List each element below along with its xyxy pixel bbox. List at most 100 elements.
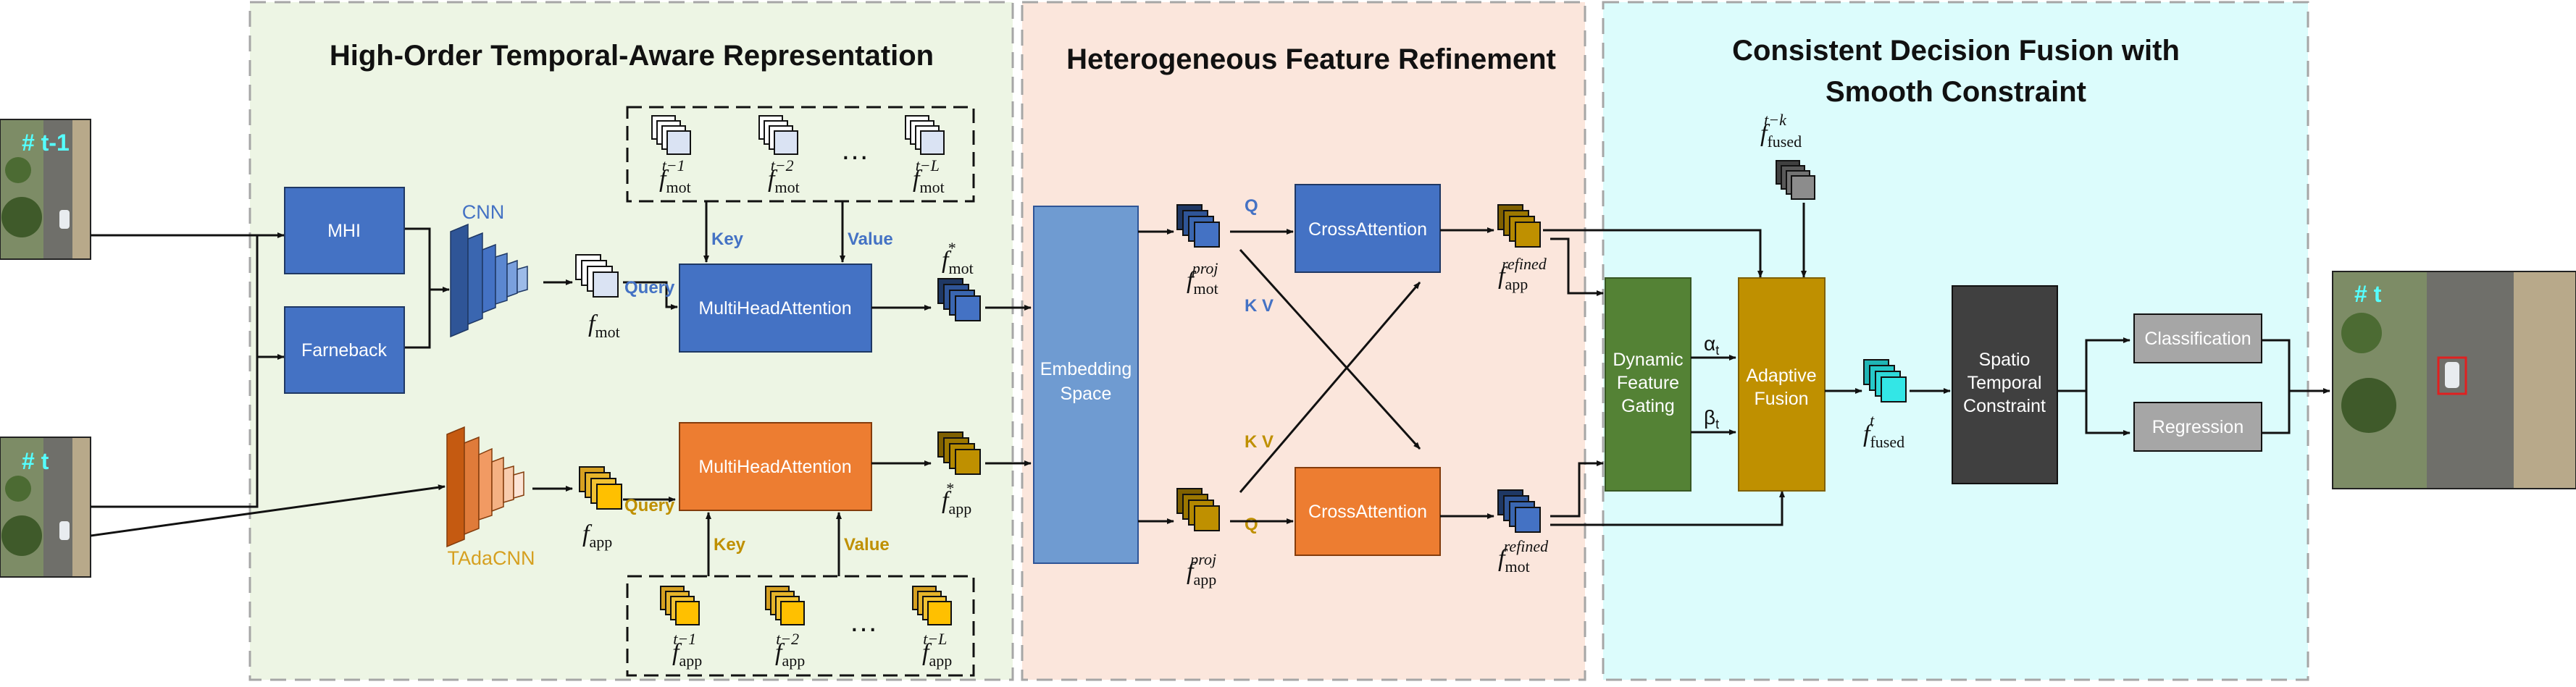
frame-label-curr: # t — [22, 448, 49, 474]
f-app-label: fapp — [582, 520, 612, 551]
tadacnn-icon — [446, 426, 524, 548]
appearance-history-box — [626, 575, 975, 677]
value-label-bottom: Value — [844, 535, 890, 555]
cross-attention-bottom-block — [1295, 467, 1441, 556]
multihead-attention-app-block — [679, 422, 872, 511]
cross-attention-arrows — [1230, 229, 1421, 524]
kv-label-top: K V — [1245, 296, 1274, 316]
f-app-proj-stack — [1176, 488, 1220, 531]
kv-arrows-top — [703, 201, 845, 263]
motion-history-label-L: fmott−L — [913, 156, 945, 196]
section-title-fusion-line1: Consistent Decision Fusion with — [1732, 35, 2180, 67]
motion-history-stacks — [651, 115, 945, 155]
dynamic-feature-gating-block — [1605, 277, 1691, 492]
output-frame-image: # t — [2332, 271, 2576, 489]
appearance-history-label-L: fappt−L — [922, 630, 952, 670]
alpha-label: αt — [1704, 332, 1719, 358]
mhi-label: MHI — [327, 221, 361, 241]
classification-block — [2133, 313, 2262, 363]
q-label-bottom: Q — [1245, 515, 1258, 534]
f-fused-label: ffusedt — [1863, 411, 1904, 451]
appearance-history-label-2: fappt−2 — [775, 630, 805, 670]
f-app-star-label: fapp* — [942, 479, 971, 518]
detection-box — [2437, 356, 2467, 395]
kv-arrows-bottom — [706, 512, 842, 576]
cross-attention-top-block — [1295, 184, 1441, 273]
gating-label-1: Dynamic — [1613, 350, 1683, 370]
cross-attention-output-arrows — [1440, 227, 1494, 519]
motion-history-label-2: fmott−2 — [768, 156, 800, 196]
spatio-temporal-constraint-block — [1952, 285, 2058, 484]
spatio-label-1: Spatio — [1979, 350, 2031, 370]
f-app-refined-label: fapprefined — [1498, 255, 1547, 293]
adaptive-fusion-block — [1738, 277, 1826, 492]
spatio-label-2: Temporal — [1967, 373, 2042, 393]
embedding-space-label-2: Space — [1061, 384, 1112, 404]
key-label-top: Key — [711, 229, 744, 249]
embedding-space-label-1: Embedding — [1040, 359, 1132, 379]
frame-label-prev: # t-1 — [22, 130, 70, 156]
f-mot-refined-label: fmotrefined — [1498, 537, 1549, 576]
motion-history-box — [626, 106, 975, 203]
kv-label-bottom: K V — [1245, 432, 1274, 452]
cnn-label: CNN — [462, 201, 505, 223]
value-label-top: Value — [848, 229, 893, 249]
adaptive-fusion-label-1: Adaptive — [1746, 366, 1816, 386]
mha-output-arrows — [871, 305, 1032, 466]
appearance-history-label-1: fappt−1 — [672, 630, 702, 670]
f-mot-star-stack — [937, 278, 981, 321]
cross-attention-top-label: CrossAttention — [1308, 219, 1427, 240]
multihead-attention-motion-block — [679, 264, 872, 353]
query-label-bottom: Query — [624, 496, 675, 515]
cnn-icon — [450, 223, 528, 338]
appearance-history-ellipsis: … — [849, 606, 878, 638]
farneback-block — [284, 306, 405, 394]
tadacnn-label: TAdaCNN — [447, 547, 535, 569]
f-app-star-stack — [937, 431, 981, 475]
f-mot-proj-stack — [1176, 204, 1220, 248]
appearance-history-stacks — [660, 586, 952, 625]
motion-history-label-1: fmott−1 — [659, 156, 691, 196]
adaptive-fusion-label-2: Fusion — [1754, 389, 1808, 409]
frame-t-minus-1-image: # t-1 — [0, 119, 91, 260]
f-app-proj-label: fappproj — [1187, 550, 1216, 589]
f-mot-refined-stack — [1497, 489, 1541, 533]
embedding-output-arrows — [1138, 229, 1174, 524]
gating-label-2: Feature — [1617, 373, 1679, 393]
beta-label: βt — [1704, 406, 1719, 431]
f-fused-stack — [1863, 359, 1907, 402]
section-title-temporal: High-Order Temporal-Aware Representation — [330, 40, 934, 72]
f-fused-history-label: ffusedt−k — [1760, 111, 1802, 151]
gating-label-3: Gating — [1621, 396, 1675, 416]
f-app-refined-stack — [1497, 204, 1541, 248]
f-mot-feature-stack — [575, 254, 619, 298]
farneback-label: Farneback — [301, 340, 388, 361]
regression-block — [2133, 402, 2262, 452]
f-mot-star-label: fmot* — [942, 239, 974, 277]
query-label-top: Query — [624, 278, 675, 298]
f-mot-proj-label: fmotproj — [1187, 259, 1218, 298]
key-label-bottom: Key — [714, 535, 746, 555]
regression-label: Regression — [2152, 417, 2243, 437]
mhi-block — [284, 187, 405, 274]
section-title-fusion-line2: Smooth Constraint — [1826, 76, 2086, 108]
refined-to-fusion-arrows — [1543, 229, 1785, 526]
input-arrows — [90, 227, 678, 537]
constraint-output-arrows — [2057, 337, 2330, 436]
f-app-feature-stack — [579, 466, 622, 510]
gating-output-arrows — [1691, 355, 1736, 435]
section-title-refine: Heterogeneous Feature Refinement — [1066, 43, 1556, 75]
spatio-label-3: Constraint — [1963, 396, 2046, 416]
classification-label: Classification — [2144, 329, 2251, 349]
frame-t-image: # t — [0, 437, 91, 578]
multihead-attention-motion-label: MultiHeadAttention — [698, 298, 851, 319]
multihead-attention-app-label: MultiHeadAttention — [698, 457, 851, 477]
frame-label-out: # t — [2354, 281, 2382, 307]
cross-attention-bottom-label: CrossAttention — [1308, 502, 1427, 522]
motion-history-ellipsis: … — [840, 134, 869, 166]
q-label-top: Q — [1245, 196, 1258, 216]
embedding-space-block — [1033, 206, 1139, 564]
f-fused-history-stack — [1776, 160, 1815, 200]
